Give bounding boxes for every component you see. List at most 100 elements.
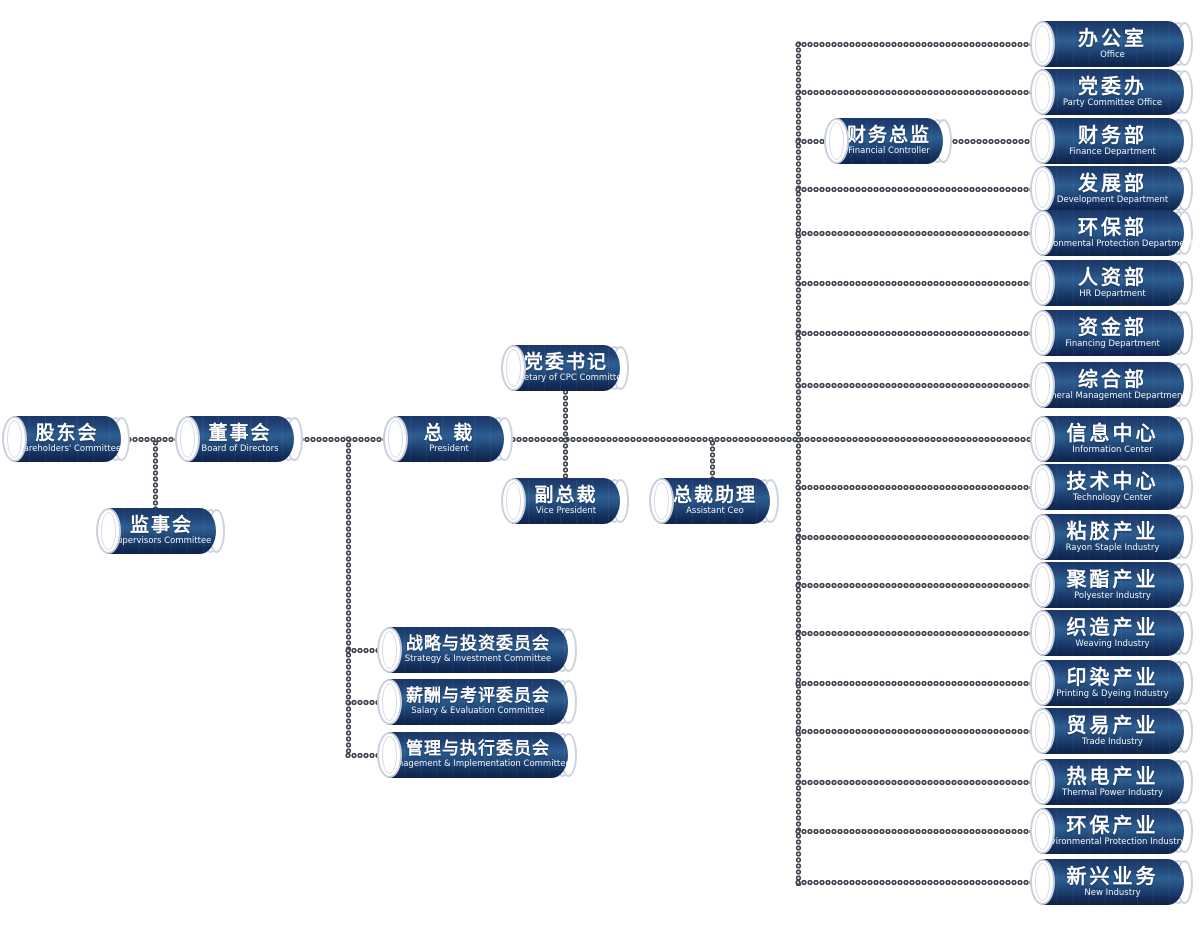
connector-branch-tech-center (795, 484, 1040, 491)
cylinder-opening-icon (175, 416, 200, 462)
connector-branch-party-office (795, 89, 1040, 96)
org-node-env-protection-dept: 环保部 Environmental Protection Department (1030, 210, 1193, 256)
node-label-zh: 监事会 (129, 513, 193, 536)
node-label-en: General Management Department (1039, 390, 1186, 401)
org-node-general-mgmt-dept: 综合部 General Management Department (1030, 362, 1193, 408)
capsule-body: 综合部 General Management Department (1039, 362, 1186, 408)
cylinder-opening-icon (1030, 660, 1055, 706)
capsule-body: 环保产业 Environmental Protection Industry (1039, 808, 1186, 854)
connector-branch-weaving (795, 630, 1040, 637)
capsule-body: 织造产业 Weaving Industry (1041, 610, 1184, 656)
capsule-body: 总裁助理 Assistant Ceo (660, 478, 770, 524)
org-node-assistant-ceo: 总裁助理 Assistant Ceo (649, 478, 779, 524)
node-label-en: Information Center (1072, 444, 1153, 455)
connector-branch-financing (795, 330, 1040, 337)
org-node-new-industry: 新兴业务 New Industry (1030, 859, 1193, 905)
node-label-zh: 新兴业务 (1066, 863, 1159, 888)
cylinder-opening-icon (1030, 464, 1055, 510)
org-node-financing-dept: 资金部 Financing Department (1030, 310, 1193, 356)
node-label-zh: 织造产业 (1066, 614, 1159, 639)
org-node-finance-dept: 财务部 Finance Department (1030, 118, 1193, 164)
node-label-en: Rayon Staple Industry (1065, 542, 1160, 553)
connector-salary-committee-branch (345, 699, 387, 706)
org-node-management-committee: 管理与执行委员会 Management & Implementation Com… (377, 732, 577, 778)
connector-strategy-committee-branch (345, 647, 387, 654)
node-label-en: Supervisors Committee (111, 536, 212, 547)
node-label-en: Vice President (535, 506, 597, 517)
capsule-body: 财务总监 Financial Controller (835, 118, 943, 164)
node-label-zh: 热电产业 (1066, 763, 1159, 788)
org-node-tech-center: 技术中心 Technology Center (1030, 464, 1193, 510)
node-label-en: Party Committee Office (1062, 97, 1163, 108)
node-label-en: Secretary of CPC Committee (505, 373, 627, 384)
connector-branch-thermal-power (795, 779, 1040, 786)
connector-branch-development (795, 186, 1040, 193)
node-label-zh: 印染产业 (1066, 664, 1159, 689)
org-node-president: 总 裁 President (383, 416, 513, 462)
cylinder-opening-icon (377, 732, 402, 778)
node-label-zh: 环保部 (1078, 214, 1147, 239)
connector-president-trunk-info-center (510, 436, 1035, 443)
org-node-printing-dyeing-industry: 印染产业 Printing & Dyeing Industry (1030, 660, 1193, 706)
org-node-info-center: 信息中心 Information Center (1030, 416, 1193, 462)
capsule-body: 技术中心 Technology Center (1041, 464, 1184, 510)
capsule-body: 董事会 Board of Directors (186, 416, 294, 462)
node-label-en: Financial Controller (848, 146, 930, 157)
node-label-zh: 发展部 (1078, 170, 1147, 195)
node-label-zh: 股东会 (35, 421, 99, 444)
org-node-party-office: 党委办 Party Committee Office (1030, 69, 1193, 115)
cylinder-opening-icon (1030, 759, 1055, 805)
org-node-rayon-industry: 粘胶产业 Rayon Staple Industry (1030, 514, 1193, 560)
node-label-en: Printing & Dyeing Industry (1056, 688, 1169, 699)
node-label-en: Management & Implementation Committee (385, 759, 571, 770)
node-label-en: Office (1100, 49, 1125, 60)
capsule-body: 印染产业 Printing & Dyeing Industry (1041, 660, 1184, 706)
cylinder-opening-icon (1030, 310, 1055, 356)
connector-main-trunk (795, 41, 802, 886)
connector-branch-printing-dyeing (795, 680, 1040, 687)
org-node-hr-dept: 人资部 HR Department (1030, 260, 1193, 306)
node-label-zh: 资金部 (1078, 314, 1147, 339)
connector-branch-trade (795, 728, 1040, 735)
org-node-office: 办公室 Office (1030, 21, 1193, 67)
connector-committees-vertical (345, 436, 352, 756)
capsule-body: 战略与投资委员会 Strategy & Investment Committee (388, 627, 568, 673)
org-node-strategy-committee: 战略与投资委员会 Strategy & Investment Committee (377, 627, 577, 673)
cylinder-opening-icon (1030, 118, 1055, 164)
capsule-body: 监事会 Supervisors Committee (107, 508, 216, 554)
connector-supervisors-drop (152, 440, 159, 514)
connector-branch-env-protection-dept (795, 230, 1040, 237)
org-node-weaving-industry: 织造产业 Weaving Industry (1030, 610, 1193, 656)
connector-cpc-secretary-vertical (562, 389, 569, 481)
node-label-zh: 董事会 (208, 421, 272, 444)
node-label-en: Shareholders' Committee (12, 444, 122, 455)
connector-branch-polyester (795, 582, 1040, 589)
node-label-en: Technology Center (1073, 492, 1152, 503)
org-node-thermal-power-industry: 热电产业 Thermal Power Industry (1030, 759, 1193, 805)
node-label-en: Thermal Power Industry (1061, 787, 1164, 798)
org-node-vice-president: 副总裁 Vice President (501, 478, 629, 524)
cylinder-opening-icon (501, 345, 526, 391)
connector-branch-hr (795, 280, 1040, 287)
node-label-en: Polyester Industry (1074, 590, 1151, 601)
capsule-body: 副总裁 Vice President (512, 478, 620, 524)
node-label-en: Board of Directors (201, 444, 279, 455)
capsule-body: 资金部 Financing Department (1041, 310, 1184, 356)
capsule-body: 环保部 Environmental Protection Department (1032, 210, 1193, 256)
cylinder-opening-icon (1030, 859, 1055, 905)
node-label-zh: 贸易产业 (1066, 712, 1159, 737)
node-label-en: Environmental Protection Industry (1039, 836, 1186, 847)
cylinder-opening-icon (383, 416, 408, 462)
node-label-en: President (429, 444, 469, 455)
org-node-cpc-secretary: 党委书记 Secretary of CPC Committee (501, 345, 629, 391)
node-label-en: Development Department (1056, 194, 1169, 205)
node-label-en: Trade Industry (1082, 736, 1143, 747)
node-label-zh: 战略与投资委员会 (406, 633, 550, 654)
capsule-body: 粘胶产业 Rayon Staple Industry (1041, 514, 1184, 560)
cylinder-opening-icon (2, 416, 27, 462)
connector-board-president (298, 436, 390, 443)
connector-branch-office (795, 41, 1040, 48)
capsule-body: 财务部 Finance Department (1041, 118, 1184, 164)
cylinder-opening-icon (1030, 362, 1055, 408)
